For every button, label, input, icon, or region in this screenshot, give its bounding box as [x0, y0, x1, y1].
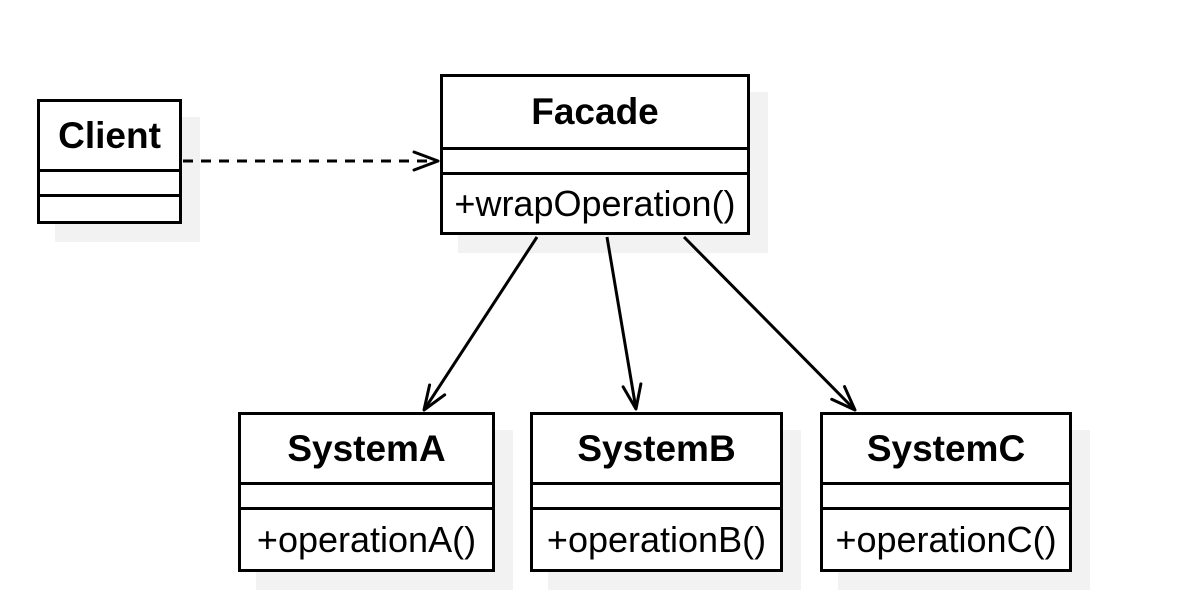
class-box-facade[interactable]: Facade +wrapOperation() — [440, 74, 750, 235]
methods-compartment-facade: +wrapOperation() — [443, 172, 747, 232]
arrow-facade-to-systemB[interactable] — [605, 236, 643, 411]
class-box-systemA[interactable]: SystemA +operationA() — [238, 412, 495, 572]
attributes-compartment-systemB — [533, 482, 780, 507]
attributes-compartment-facade — [443, 147, 747, 172]
class-name-client: Client — [58, 114, 161, 156]
methods-compartment-systemB: +operationB() — [533, 507, 780, 569]
class-box-client[interactable]: Client — [37, 99, 182, 224]
class-name-systemC: SystemC — [866, 427, 1026, 469]
class-box-systemC[interactable]: SystemC +operationC() — [820, 412, 1072, 572]
methods-compartment-systemA: +operationA() — [241, 507, 492, 569]
class-box-systemB[interactable]: SystemB +operationB() — [530, 412, 783, 572]
class-name-facade: Facade — [531, 91, 659, 132]
arrow-facade-to-systemC[interactable] — [682, 235, 857, 412]
arrow-facade-to-systemA[interactable] — [422, 236, 539, 412]
class-name-systemB: SystemB — [577, 427, 736, 469]
methods-compartment-client — [40, 194, 179, 221]
attributes-compartment-systemA — [241, 482, 492, 507]
attributes-compartment-systemC — [823, 482, 1069, 507]
class-name-systemA: SystemA — [287, 427, 446, 469]
attributes-compartment-client — [40, 169, 179, 194]
methods-compartment-systemC: +operationC() — [823, 507, 1069, 569]
